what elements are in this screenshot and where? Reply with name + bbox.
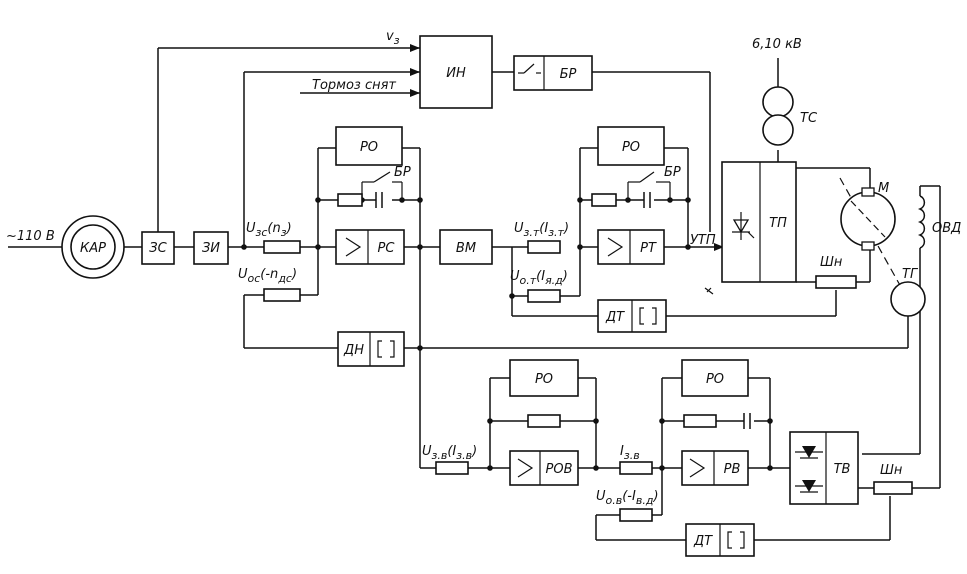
br-relay-block: БР	[513, 55, 593, 91]
rs-block: РС	[335, 229, 405, 265]
ro-speed-label: РО	[360, 140, 378, 155]
vm-label: ВМ	[456, 241, 476, 256]
in-label: ИН	[446, 66, 466, 81]
brake-released-label: Тормоз снят	[312, 78, 396, 93]
junction-dots	[241, 197, 773, 471]
motor-label: М	[878, 181, 889, 196]
svg-text:Uз.т(Iз.т): Uз.т(Iз.т)	[514, 221, 569, 239]
rv-feedback-resistor	[683, 414, 717, 428]
shunt-armature-label: Шн	[820, 255, 843, 270]
dt-armature-block: ДТ	[597, 299, 667, 333]
utp-label: УТП	[690, 233, 716, 248]
svg-text:Uос(-nдс): Uос(-nдс)	[238, 267, 297, 285]
supply-label: ~110 В	[6, 229, 55, 244]
svg-text:vз: vз	[386, 29, 400, 47]
rv-block: РВ	[681, 450, 749, 486]
dn-block: ДН	[337, 331, 405, 367]
tg-label: ТГ	[902, 267, 919, 282]
rt-block: РТ	[597, 229, 665, 265]
uzv-label: Uз.в(Iз.в)	[422, 444, 477, 462]
ts-label: ТС	[800, 111, 818, 126]
arrow-utp	[714, 243, 724, 251]
arrow-v-ref	[410, 44, 420, 52]
kar-label: КАР	[80, 241, 106, 256]
dt-field-block: ДТ	[685, 523, 755, 557]
thyristor-icon	[732, 212, 755, 240]
usc-label: Uзс(nз)	[246, 221, 292, 239]
tv-label: ТВ	[834, 462, 851, 477]
svg-text:Iз.в: Iз.в	[620, 444, 640, 462]
rt-feedback-capacitor	[643, 192, 651, 208]
rov-block: РОВ	[509, 450, 579, 486]
uov-label: Uо.в(-Iв.д)	[596, 489, 659, 507]
svg-text:Uо.т(Iя.д): Uо.т(Iя.д)	[510, 269, 568, 287]
rv-label: РВ	[724, 462, 741, 477]
tp-block: ТП	[721, 161, 797, 283]
vm-block: ВМ	[439, 229, 493, 265]
uoc-resistor	[263, 288, 301, 302]
izv-resistor	[619, 461, 653, 475]
supply-voltage-label: ~110 В	[6, 229, 55, 244]
ovd-winding: ОВД	[917, 195, 961, 249]
ro-field-current-block: РО	[509, 359, 579, 397]
dt-field-label: ДТ	[693, 534, 713, 549]
dn-label: ДН	[343, 343, 364, 358]
ro-current-label: РО	[622, 140, 640, 155]
tachogenerator: ТГ	[890, 267, 926, 317]
kar-block: КАР	[61, 215, 125, 279]
uzv-resistor	[435, 461, 469, 475]
izv-label: Iз.в	[620, 444, 640, 462]
uot-label: Uо.т(Iя.д)	[510, 269, 568, 287]
motor: М	[840, 181, 896, 251]
rt-label: РТ	[640, 241, 657, 256]
rov-feedback-resistor	[527, 414, 561, 428]
arrow-ref-in	[410, 68, 420, 76]
v-ref-symbol: v	[386, 29, 394, 44]
zs-block: ЗС	[141, 231, 175, 265]
pulse-mark-icon	[704, 287, 714, 295]
svg-text:Uз.в(Iз.в): Uз.в(Iз.в)	[422, 444, 477, 462]
shunt-field-label: Шн	[880, 463, 903, 478]
zi-block: ЗИ	[193, 231, 229, 265]
ro-field-voltage-block: РО	[681, 359, 749, 397]
br-switch-label-2: БР	[664, 165, 681, 180]
signal-arrows	[410, 44, 724, 251]
dt-armature-label: ДТ	[605, 310, 625, 325]
ts-transformer: ТС	[762, 86, 818, 146]
br-label: БР	[560, 67, 577, 82]
ro-current-block: РО	[597, 126, 665, 166]
usc-resistor	[263, 240, 301, 254]
tv-block: ТВ	[789, 431, 859, 505]
uzt-label: Uз.т(Iз.т)	[514, 221, 569, 239]
ro-speed-block: РО	[335, 126, 403, 166]
ovd-label: ОВД	[932, 221, 961, 236]
zi-label: ЗИ	[202, 241, 220, 256]
in-block: ИН	[419, 35, 493, 109]
tp-label: ТП	[769, 216, 787, 231]
diode-bridge-icon	[795, 446, 823, 493]
v-ref-subscript: з	[394, 34, 400, 47]
v-ref-label: vз	[386, 29, 400, 47]
arrow-brake	[410, 89, 420, 97]
ro-field-voltage-label: РО	[706, 372, 724, 387]
ro-field-current-label: РО	[535, 372, 553, 387]
shunt-field-resistor	[873, 481, 913, 495]
rov-label: РОВ	[546, 462, 573, 477]
uzt-resistor	[527, 240, 561, 254]
grid-voltage-label: 6,10 кВ	[752, 37, 802, 52]
uot-resistor	[527, 289, 561, 303]
rs-feedback-resistor	[337, 193, 363, 207]
uoc-label: Uос(-nдс)	[238, 267, 297, 285]
rs-label: РС	[378, 241, 396, 256]
uov-resistor	[619, 508, 653, 522]
br-switch-label-1: БР	[394, 165, 411, 180]
svg-text:Uзс(nз): Uзс(nз)	[246, 221, 292, 239]
svg-text:Uо.в(-Iв.д): Uо.в(-Iв.д)	[596, 489, 659, 507]
rt-feedback-resistor	[591, 193, 617, 207]
rs-feedback-capacitor	[375, 192, 383, 208]
shunt-armature-resistor	[815, 275, 857, 289]
zs-label: ЗС	[149, 241, 167, 256]
rv-feedback-capacitor	[743, 413, 751, 429]
